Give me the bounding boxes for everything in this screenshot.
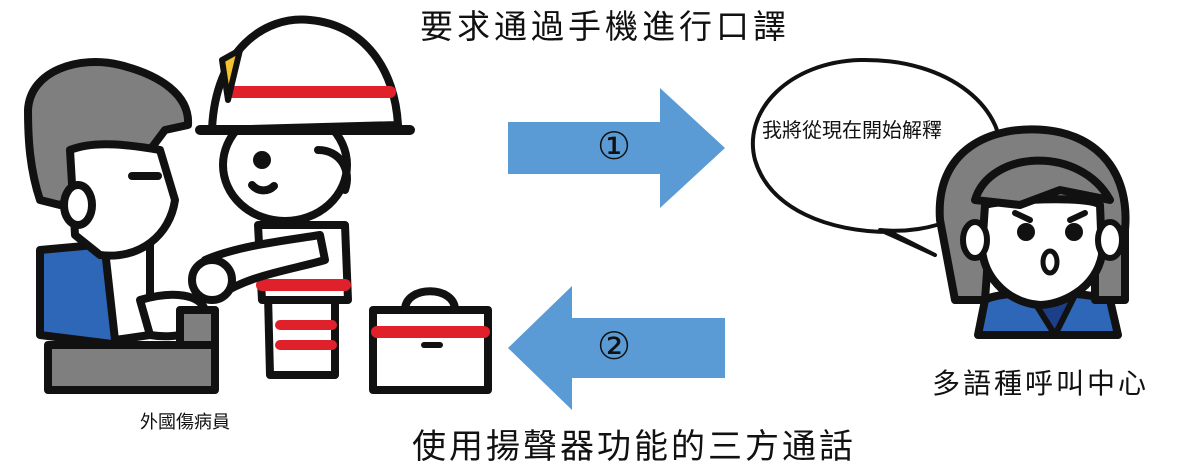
patient-figure xyxy=(24,58,219,394)
speech-bubble-text: 我將從現在開始解釋 xyxy=(760,118,944,142)
arrow-2-left xyxy=(508,286,725,410)
first-aid-box xyxy=(369,287,492,394)
paramedic-figure xyxy=(188,15,415,379)
arrow-2-number: ② xyxy=(597,324,632,368)
arrow-1-right xyxy=(508,88,725,208)
bottom-caption: 使用揚聲器功能的三方通話 xyxy=(412,427,856,467)
top-caption: 要求通過手機進行口譯 xyxy=(420,7,790,46)
arrow-1-number: ① xyxy=(597,124,632,168)
interpreter-figure xyxy=(935,125,1130,339)
patient-label: 外國傷病員 xyxy=(140,412,230,433)
callcenter-label: 多語種呼叫中心 xyxy=(932,367,1150,400)
